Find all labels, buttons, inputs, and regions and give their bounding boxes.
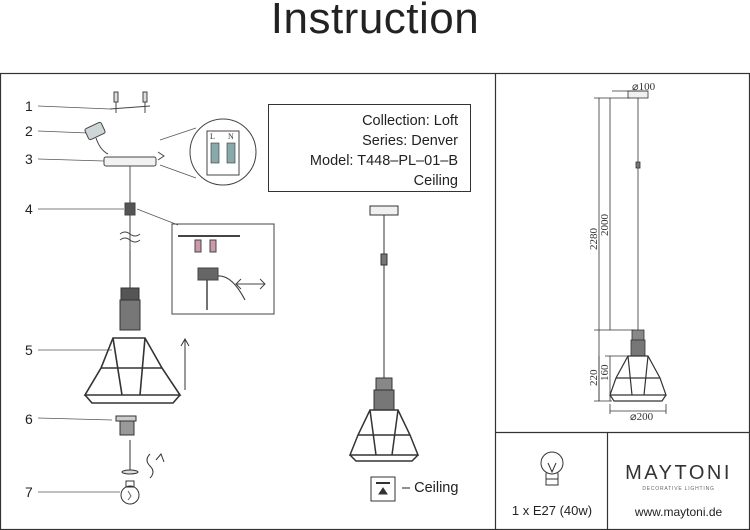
shade-diameter-label: ⌀200 (630, 411, 654, 423)
screws-illustration (109, 91, 151, 113)
brand-logo: MAYTONI (625, 462, 732, 484)
model-text: Model: T448–PL–01–B (309, 153, 458, 169)
socket-illustration (119, 250, 141, 331)
page-title: Instruction (270, 0, 480, 43)
step-number-7: 7 (25, 484, 33, 500)
step-number-4: 4 (25, 201, 33, 217)
bulb-icon (540, 451, 564, 486)
shade-inner-height-label: 160 (599, 364, 611, 382)
step-number-5: 5 (25, 342, 33, 358)
bulb-illustration (120, 480, 140, 505)
step-leaders (37, 105, 124, 493)
terminal-label-l: L (210, 132, 215, 141)
wiring-detail (159, 118, 257, 186)
dimension-drawing (594, 90, 667, 414)
step-number-6: 6 (25, 411, 33, 427)
step-number-2: 2 (25, 123, 33, 139)
brand-tagline: DECORATIVE LIGHTING (642, 486, 715, 492)
collection-text: Collection: Loft (362, 113, 458, 129)
canopy-illustration (103, 151, 165, 200)
brand-url: www.maytoni.de (634, 505, 723, 519)
cable-clamp-illustration (119, 200, 179, 290)
cable-length-label: 2000 (599, 214, 611, 236)
terminal-block-illustration (84, 121, 109, 155)
shade-illustration (83, 337, 190, 404)
ring-illustration (115, 415, 165, 479)
series-text: Series: Denver (362, 133, 458, 149)
bulb-spec: 1 x E27 (40w) (511, 503, 593, 518)
mount-type-text: Ceiling (413, 173, 458, 189)
ceiling-legend-icon (370, 476, 396, 502)
terminal-label-n: N (228, 132, 234, 141)
product-info-box: Collection: Loft Series: Denver Model: T… (268, 104, 471, 192)
step-number-3: 3 (25, 151, 33, 167)
clamp-detail (171, 223, 275, 315)
assembled-lamp (348, 205, 420, 462)
step-number-1: 1 (25, 98, 33, 114)
canopy-diameter-label: ⌀100 (632, 81, 656, 93)
ceiling-legend-label: – Ceiling (402, 480, 459, 496)
